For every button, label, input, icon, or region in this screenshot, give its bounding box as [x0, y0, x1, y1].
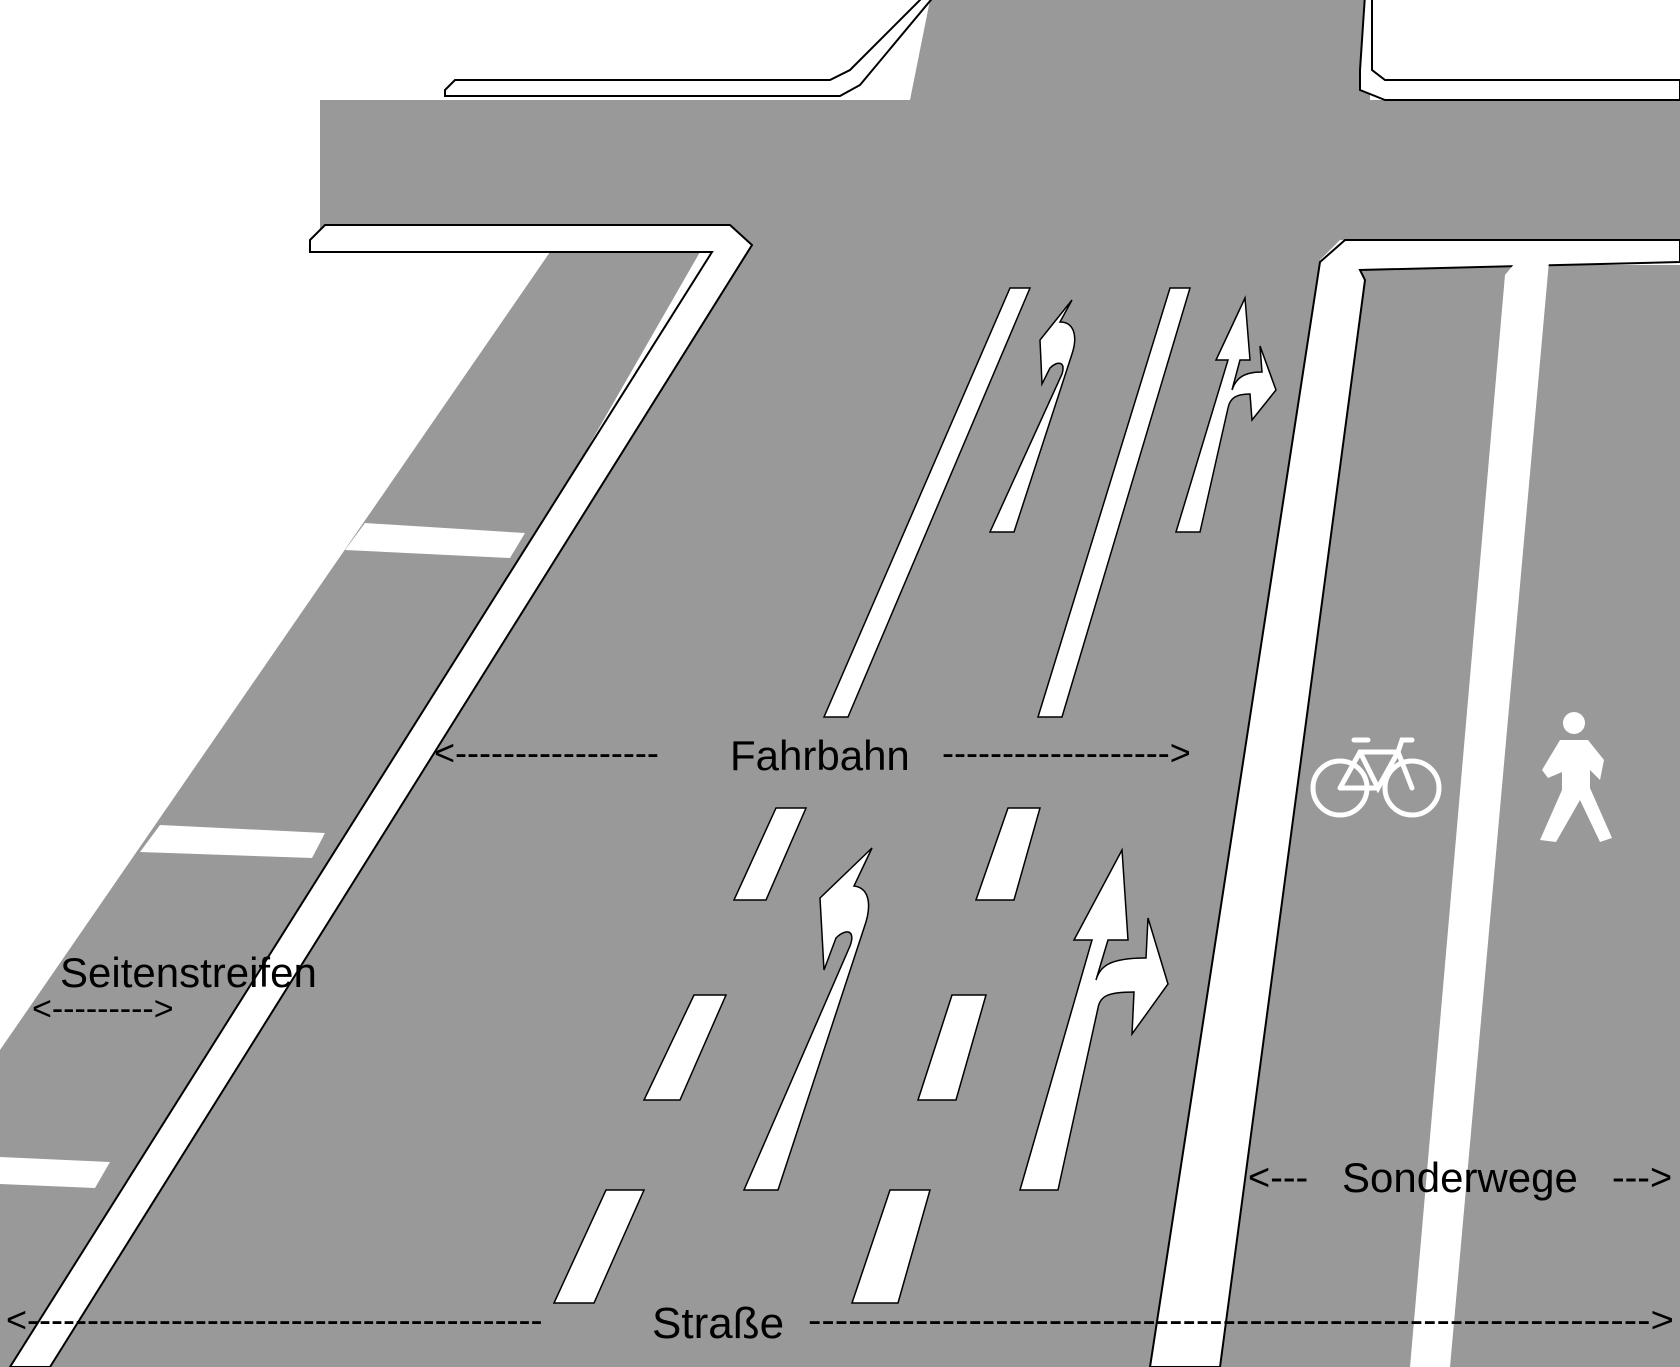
dash-2b: [916, 994, 987, 1101]
parking-stripe-2: [140, 825, 325, 858]
curb-top-left: [444, 0, 933, 97]
solid-lane-line-2: [1036, 287, 1192, 718]
labels: <----------------- Fahrbahn ------------…: [6, 732, 1674, 1348]
dash-1b: [642, 994, 728, 1101]
dash-2c: [850, 1189, 931, 1304]
curb-top-right: [1359, 0, 1680, 101]
strasse-label: Straße: [652, 1299, 784, 1348]
dash-2a: [974, 807, 1041, 901]
special-paths-surface: [1220, 265, 1680, 1367]
left-turn-arrow-icon: [988, 299, 1076, 533]
curb-right-divider: [1148, 239, 1680, 1367]
fahrbahn-label: Fahrbahn: [730, 732, 910, 779]
parking-stripes: [0, 523, 525, 1188]
bicycle-icon: [1310, 737, 1442, 818]
strasse-right-arrow: ----------------------------------------…: [808, 1299, 1674, 1340]
curb-left-divider: [8, 224, 754, 1367]
parking-stripe-1: [345, 523, 525, 558]
sonderwege-label: Sonderwege: [1342, 1154, 1578, 1201]
strasse-left-arrow: <---------------------------------------…: [6, 1299, 543, 1340]
dash-1a: [732, 807, 808, 901]
fahrbahn-right-arrow: ------------------->: [942, 732, 1191, 773]
dash-1c: [552, 1189, 646, 1304]
seitenstreifen-label: Seitenstreifen: [60, 949, 317, 996]
bike-pedestrian-divider: [1410, 245, 1550, 1367]
straight-right-arrow-icon-lower: [1019, 847, 1169, 1191]
straight-right-arrow-icon: [1174, 295, 1277, 533]
sonderwege-right-arrow: --->: [1612, 1157, 1672, 1199]
fahrbahn-left-arrow: <-----------------: [434, 732, 659, 773]
pedestrian-icon: [1540, 712, 1612, 842]
seitenstreifen-arrow: <--------->: [32, 990, 174, 1028]
left-turn-arrow-icon-lower: [742, 847, 873, 1191]
curbs: [8, 0, 1680, 1367]
lane-markings: [552, 287, 1192, 1304]
sonderwege-left-arrow: <---: [1248, 1157, 1308, 1199]
solid-lane-line-1: [822, 287, 1032, 718]
parking-stripe-3: [0, 1157, 110, 1188]
side-strip-surface: [0, 252, 700, 1367]
